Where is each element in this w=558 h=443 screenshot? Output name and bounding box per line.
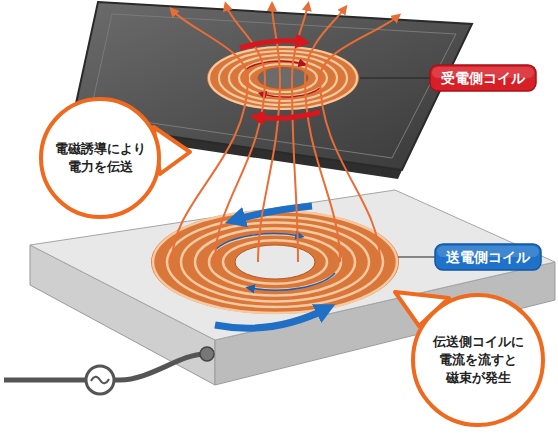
label-text: 受電側コイル xyxy=(441,69,525,87)
flux-line xyxy=(172,10,248,262)
badge-rect xyxy=(435,244,541,270)
current-arrow xyxy=(235,206,312,220)
current-arrow xyxy=(262,88,320,97)
cable-plug xyxy=(200,347,214,361)
current-arrow xyxy=(245,61,303,70)
bubble-circle xyxy=(413,295,543,425)
ac-source-symbol xyxy=(91,377,109,384)
coil-winding xyxy=(195,228,355,295)
receive-coil xyxy=(207,46,359,110)
bubble-circle xyxy=(41,99,159,217)
flux-line xyxy=(305,8,345,262)
flux-line xyxy=(320,16,398,262)
coil-winding xyxy=(167,217,383,307)
coil-winding xyxy=(209,234,341,289)
coil-winding xyxy=(209,47,357,109)
callout-bubble: 伝送側コイルに 電流を流すと 磁束が発生 xyxy=(410,292,546,428)
current-arrow xyxy=(240,41,303,48)
label-badge: 送電側コイル xyxy=(434,243,542,271)
current-arrow xyxy=(257,112,320,118)
coil-winding xyxy=(223,240,327,284)
coil-winding xyxy=(239,60,327,97)
label-text: 伝送側コイルに 電流を流すと 磁束が発生 xyxy=(428,333,528,388)
badge-rect xyxy=(430,65,536,91)
coil-winding xyxy=(153,211,397,313)
ac-source-symbol xyxy=(86,366,114,394)
current-arrow xyxy=(215,309,326,328)
label-badge: 受電側コイル xyxy=(429,64,537,92)
callout-bubble: 電磁誘導により 電力を伝送 xyxy=(38,96,162,220)
label-text: 電磁誘導により 電力を伝送 xyxy=(50,140,150,176)
transmit-coil xyxy=(151,210,399,314)
bubble-outline xyxy=(38,96,162,220)
label-text: 送電側コイル xyxy=(446,248,530,266)
current-arrow xyxy=(250,273,335,290)
coil-core xyxy=(235,245,315,279)
